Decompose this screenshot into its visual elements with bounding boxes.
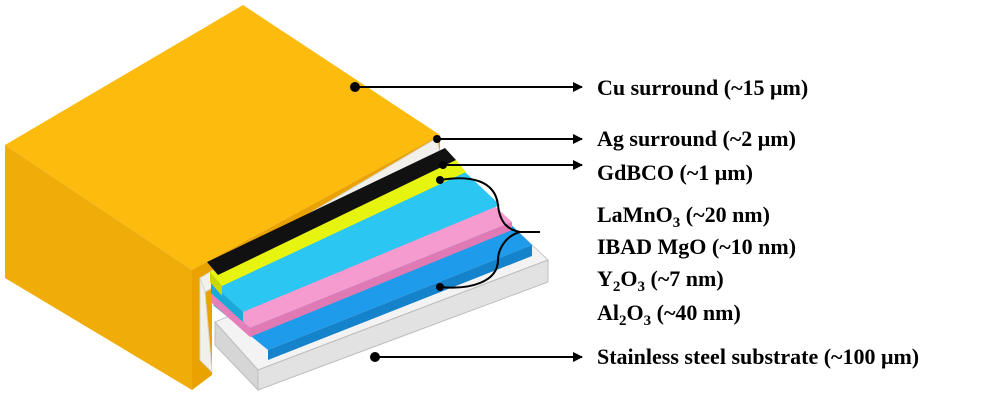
- label-ag: Ag surround (~2 μm): [597, 126, 796, 151]
- brace-leader: [439, 177, 540, 289]
- lamno3-top: [210, 160, 466, 286]
- label-steel: Stainless steel substrate (~100 μm): [597, 344, 919, 369]
- cu-top-face: [5, 5, 440, 270]
- ibad-side: [211, 283, 243, 322]
- label-ibad: IBAD MgO (~10 nm): [597, 234, 796, 259]
- label-al2o3: Al2O3 (~40 nm): [597, 300, 741, 329]
- y2o3-side: [212, 293, 250, 337]
- gdbco-layer: [207, 148, 456, 275]
- lamno3-layer: [210, 160, 466, 296]
- y2o3-side2: [250, 222, 512, 337]
- leader-lines: [350, 82, 583, 362]
- label-y2o3: Y2O3 (~7 nm): [597, 266, 724, 295]
- al2o3-side: [268, 245, 532, 360]
- ibad-top: [211, 172, 500, 312]
- lamno3-side: [210, 272, 222, 296]
- label-lamno3: LaMnO3 (~20 nm): [597, 202, 770, 231]
- label-gdbco: GdBCO (~1 μm): [597, 160, 753, 185]
- label-cu: Cu surround (~15 μm): [597, 75, 808, 100]
- labels: Cu surround (~15 μm) Ag surround (~2 μm)…: [597, 75, 919, 369]
- ibad-layer: [211, 172, 500, 322]
- gdbco-top: [207, 148, 456, 275]
- steel-side: [257, 259, 549, 391]
- ag-side: [199, 277, 213, 374]
- cu-side-face: [5, 145, 192, 390]
